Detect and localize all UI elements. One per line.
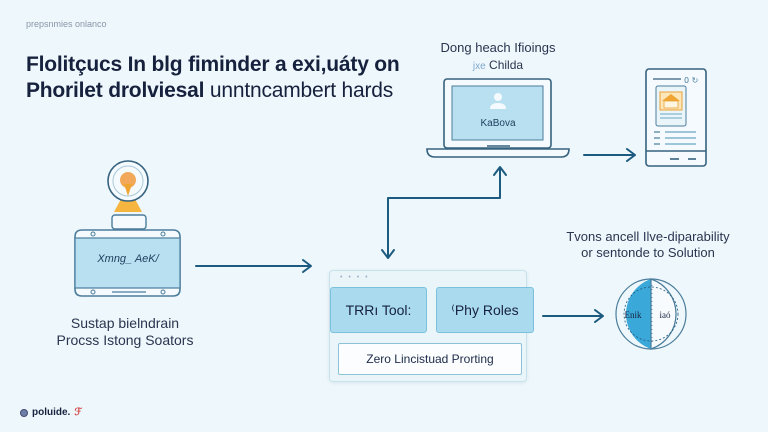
house-card-icon [659, 91, 683, 119]
settings-glyph-icon: 0 ↻ [684, 76, 698, 85]
database-caption-line1: Sustap bielndrain [70, 315, 180, 331]
lightbulb-icon [107, 160, 149, 212]
gauge-left-label: Enik [625, 310, 642, 320]
gauge-right-label: iaó [660, 310, 671, 320]
database-caption-line2: Procss Istong Soators [56, 332, 194, 348]
arrow-panel-to-laptop [381, 166, 507, 259]
title-regular-part: unntncambert hards [204, 79, 394, 102]
arrow-panel-to-gauge [542, 309, 604, 323]
solution-gauge [615, 278, 687, 350]
laptop-caption-line2: jxe Childa [418, 58, 578, 72]
panel-window-dots: • • • • [340, 274, 370, 281]
logo-circle-icon [20, 408, 28, 417]
database-illustration [74, 214, 181, 297]
laptop-caption-main: Childa [489, 58, 524, 72]
title-bold-part: Phorilet drolviesal [26, 79, 205, 102]
page-title-line2: Phorilet drolviesal unntncambert hards [26, 79, 393, 103]
arrow-db-to-panel [195, 259, 312, 273]
reporting-bar[interactable]: Zero Lincistuad Prorting [338, 343, 522, 375]
laptop-caption-line1: Dong heach Ifioings [440, 40, 556, 55]
user-icon [490, 93, 506, 109]
brand-logo: poluide. ℱ [20, 407, 82, 418]
arrow-laptop-to-phone [583, 148, 636, 162]
result-caption-line1: Tvons ancell Ilve-diparability [566, 229, 730, 244]
page-title-line1: Flolitçucs In blg fiminder a exi,uáty on [26, 53, 400, 76]
laptop-caption-faint: jxe [472, 61, 486, 72]
tool-button[interactable]: TRRı Tool: [330, 287, 427, 333]
logo-text: poluide. [32, 407, 71, 418]
laptop-screen-label: KaBova [480, 118, 516, 129]
database-label: Xmng_ AeK/ [97, 253, 159, 265]
result-caption-line2: or sentonde to Solution [581, 245, 715, 260]
roles-button[interactable]: ⁽Phy Roles [436, 287, 534, 333]
eyebrow-label: prepsnmies onlanco [26, 19, 107, 29]
svg-text:0 ↻: 0 ↻ [684, 76, 698, 85]
logo-mark-icon: ℱ [74, 407, 83, 418]
